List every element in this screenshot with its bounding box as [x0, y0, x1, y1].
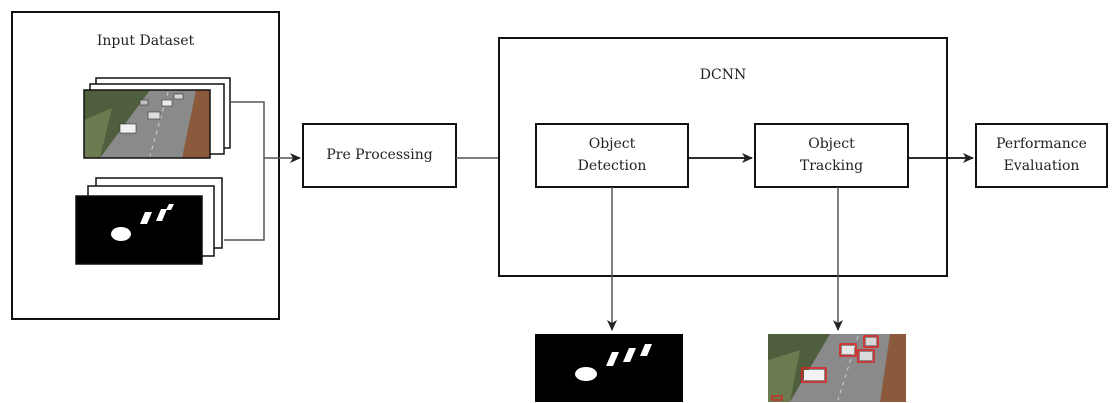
input-dataset-box	[11, 11, 280, 320]
input-connectors	[224, 101, 301, 241]
detection-output-image	[535, 334, 683, 402]
object-tracking-label: Object Tracking	[799, 136, 864, 174]
object-detection-label: Object Detection	[577, 136, 647, 174]
road-frame-stack	[83, 77, 231, 159]
performance-evaluation-label: Performance Evaluation	[996, 136, 1087, 174]
object-tracking-box	[754, 123, 909, 188]
performance-evaluation-box	[975, 123, 1108, 188]
segmentation-mask-image	[75, 195, 203, 265]
pre-processing-label: Pre Processing	[326, 147, 433, 163]
mask-frame-stack	[75, 177, 223, 265]
input-dataset-title: Input Dataset	[96, 33, 195, 49]
pre-processing-box	[302, 123, 457, 188]
object-detection-box	[535, 123, 689, 188]
road-traffic-image	[84, 90, 210, 158]
dcnn-title: DCNN	[699, 67, 747, 83]
tracking-output-image	[768, 334, 906, 402]
